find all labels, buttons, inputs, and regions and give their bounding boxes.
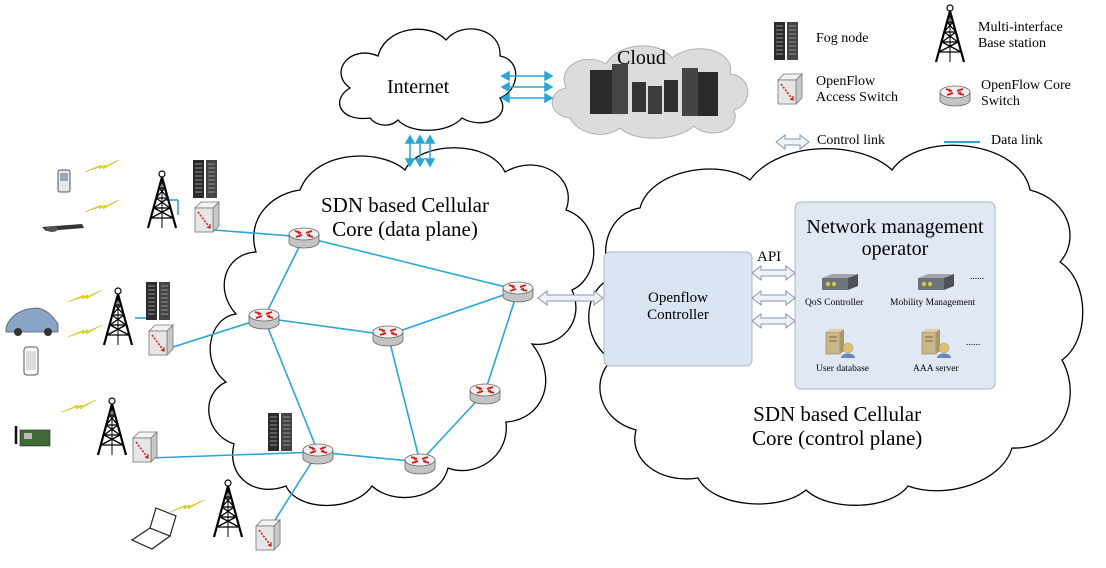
wireless-signal-icon [67, 324, 103, 338]
access-switch-icon [255, 519, 281, 551]
base-station-icon [102, 286, 134, 347]
mobility-management-icon [918, 274, 954, 290]
wireless-signal-icon [67, 289, 103, 303]
data-plane-label: SDN based Cellular Core (data plane) [321, 193, 489, 241]
core-switch-icon [288, 227, 320, 249]
core-switch-icon [404, 453, 436, 475]
legend-core-switch-icon [939, 85, 971, 107]
legend-base-station-icon [934, 3, 966, 64]
legend-access-switch-icon [777, 73, 803, 105]
user-database-icon [825, 328, 855, 358]
core-switch-icon [502, 281, 534, 303]
nmo-title-line2: operator [861, 238, 929, 260]
fog-node-icon [192, 159, 218, 199]
fog-node-icon [145, 281, 171, 321]
internet-label: Internet [387, 76, 450, 98]
core-switch-icon [302, 443, 334, 465]
control-plane-label: SDN based Cellular Core (control plane) [752, 402, 922, 450]
car-icon [5, 307, 59, 336]
access-switch-icon [194, 201, 220, 233]
glasses-icon [42, 224, 84, 232]
legend-core-switch-line1: OpenFlow Core [981, 78, 1071, 93]
base-station-icon [212, 478, 244, 539]
base-station-icon [96, 396, 128, 457]
data-plane-label-line1: SDN based Cellular [321, 193, 489, 217]
legend-base-station-line2: Base station [978, 36, 1047, 52]
qos-controller-icon [822, 274, 858, 290]
legend-base-station-label: Multi-interface Base station [978, 20, 1063, 52]
laptop-icon [130, 507, 177, 550]
legend-access-switch-line1: OpenFlow [816, 74, 876, 89]
legend-core-switch-line2: Switch [981, 94, 1020, 110]
user-database-label: User database [816, 364, 870, 374]
network-management-panel [794, 201, 996, 390]
datacenter-servers-icon [590, 64, 718, 116]
openflow-controller-box [603, 251, 753, 367]
legend-base-station-line1: Multi-interface [978, 20, 1063, 35]
wireless-signal-icon [84, 159, 120, 173]
control-plane-label-line2: Core (control plane) [752, 426, 923, 451]
wireless-signal-icon [169, 499, 205, 513]
legend-data-link-label: Data link [991, 133, 1043, 148]
aaa-server-icon [921, 328, 951, 358]
wireless-signal-icon [84, 199, 120, 213]
control-plane-label-line1: SDN based Cellular [753, 402, 922, 426]
wireless-signal-icon [61, 399, 97, 413]
internet-cloud [338, 28, 517, 131]
internet-core-links [404, 134, 436, 168]
smartphone-icon [23, 346, 39, 376]
controller-label-line2: Controller [647, 307, 709, 324]
core-switch-icon [248, 308, 280, 330]
legend-control-link-label: Control link [817, 133, 886, 148]
legend-fog-node-label: Fog node [816, 31, 869, 46]
network-management-title: Network management operator [795, 216, 995, 260]
core-switch-icon [469, 383, 501, 405]
legend-access-switch-line2: Access Switch [816, 90, 899, 106]
controller-label-line1: Openflow [648, 290, 708, 306]
more-apps-ellipsis: ...... [970, 272, 985, 282]
controller-label: Openflow Controller [604, 290, 752, 325]
sensor-board-icon [14, 426, 51, 447]
qos-controller-label: QoS Controller [805, 298, 864, 308]
control-links [537, 264, 796, 330]
legend-fog-node-icon [773, 21, 799, 61]
internet-cloud-links [500, 70, 554, 104]
phone-icon [57, 169, 71, 193]
cloud-label: Cloud [617, 47, 666, 69]
access-switch-icon [148, 324, 174, 356]
more-apps-ellipsis: ...... [966, 338, 981, 348]
core-switch-icon [372, 325, 404, 347]
data-links [135, 199, 519, 529]
nmo-title-line1: Network management [806, 216, 984, 238]
aaa-server-label: AAA server [913, 364, 959, 374]
access-switch-icon [132, 431, 158, 463]
legend-core-switch-label: OpenFlow Core Switch [981, 78, 1071, 110]
legend-control-link-icon [775, 133, 810, 151]
data-plane-label-line2: Core (data plane) [332, 217, 478, 242]
mobility-management-label: Mobility Management [890, 298, 976, 308]
legend-access-switch-label: OpenFlow Access Switch [816, 74, 898, 106]
api-label: API [757, 249, 782, 265]
